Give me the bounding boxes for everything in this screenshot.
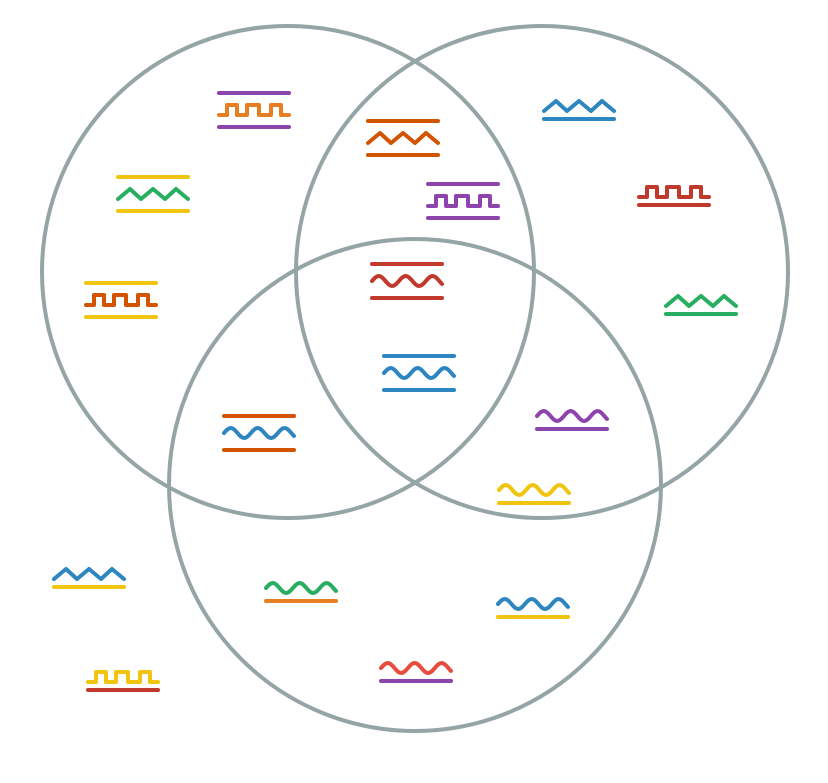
glyph-left-only-triangle (116, 175, 190, 213)
circle-top-right (294, 24, 790, 520)
glyph-left-only-square (84, 281, 158, 319)
circle-top-left (40, 24, 536, 520)
glyph-right-only-square (637, 185, 711, 207)
glyph-left-only-square (217, 91, 291, 129)
glyph-wave-square (637, 185, 711, 199)
glyph-wave-sine (535, 409, 609, 423)
glyph-wave-triangle (542, 99, 616, 113)
circle-bottom (167, 237, 663, 733)
glyph-left-bottom-sine (222, 414, 296, 452)
glyph-left-right-bottom-sine (382, 354, 456, 392)
glyph-wave-sine (264, 581, 338, 595)
glyph-outside-triangle (52, 567, 126, 589)
glyph-wave-triangle (366, 131, 440, 145)
venn-glyphs (52, 91, 738, 692)
glyph-wave-square (86, 670, 160, 684)
glyph-right-bottom-sine (497, 483, 571, 505)
glyph-outside-square (86, 670, 160, 692)
glyph-bottom-only-sine (264, 581, 338, 603)
glyph-bottom-only-sine (379, 661, 453, 683)
glyph-right-only-triangle (664, 294, 738, 316)
glyph-wave-sine (370, 274, 444, 288)
glyph-left-right-bottom-sine (370, 262, 444, 300)
glyph-wave-triangle (664, 294, 738, 308)
glyph-left-right-square (426, 182, 500, 220)
glyph-wave-square (84, 293, 158, 307)
glyph-right-only-triangle (542, 99, 616, 121)
glyph-bottom-only-sine (496, 597, 570, 619)
glyph-wave-sine (496, 597, 570, 611)
glyph-wave-square (426, 194, 500, 208)
glyph-wave-sine (382, 366, 456, 380)
glyph-wave-sine (379, 661, 453, 675)
glyph-wave-triangle (116, 187, 190, 201)
glyph-left-right-triangle (366, 119, 440, 157)
glyph-wave-sine (497, 483, 571, 497)
glyph-wave-square (217, 103, 291, 117)
glyph-right-bottom-sine (535, 409, 609, 431)
glyph-wave-triangle (52, 567, 126, 581)
glyph-wave-sine (222, 426, 296, 440)
venn-circles (40, 24, 790, 733)
